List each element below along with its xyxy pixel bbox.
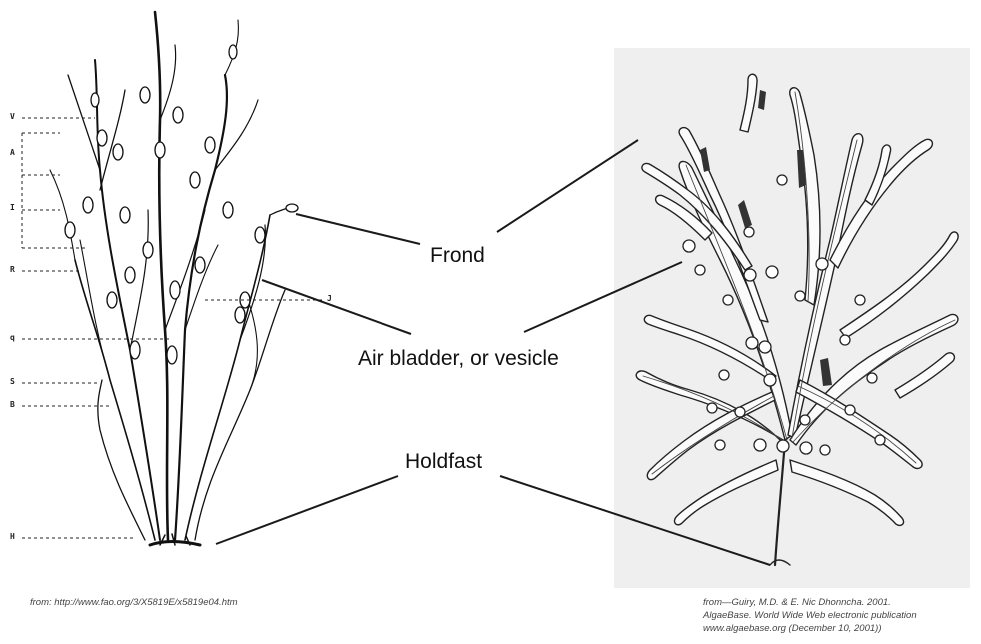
right-source-line-2: AlgaeBase. World Wide Web electronic pub… — [703, 609, 917, 622]
left-source-credit: from: http://www.fao.org/3/X5819E/x5819e… — [30, 596, 238, 609]
tick-label-v: V — [10, 112, 15, 121]
tick-label-s: S — [10, 377, 15, 386]
right-source-credit: from—Guiry, M.D. & E. Nic Dhonncha. 2001… — [703, 596, 917, 635]
air-bladder-label: Air bladder, or vesicle — [358, 347, 559, 371]
tick-label-h: H — [10, 532, 15, 541]
holdfast-leader-left — [216, 476, 398, 544]
left-seaweed-illustration — [50, 12, 296, 545]
right-source-line-1: from—Guiry, M.D. & E. Nic Dhonncha. 2001… — [703, 596, 917, 609]
frond-label: Frond — [430, 244, 485, 268]
frond-leader-left — [296, 214, 420, 244]
tick-label-j: J — [327, 294, 332, 303]
tick-label-q: q — [10, 333, 15, 342]
right-source-line-3: www.algaebase.org (December 10, 2001)) — [703, 622, 917, 635]
tick-label-a: A — [10, 148, 15, 157]
left-vesicles — [65, 45, 298, 364]
left-reference-lines — [22, 118, 325, 538]
tick-label-r: R — [10, 265, 15, 274]
tick-label-i: I — [10, 203, 15, 212]
vesicle-leader-left — [262, 280, 411, 334]
tick-label-b: B — [10, 400, 15, 409]
right-figure-panel — [614, 48, 970, 588]
holdfast-label: Holdfast — [405, 450, 482, 474]
